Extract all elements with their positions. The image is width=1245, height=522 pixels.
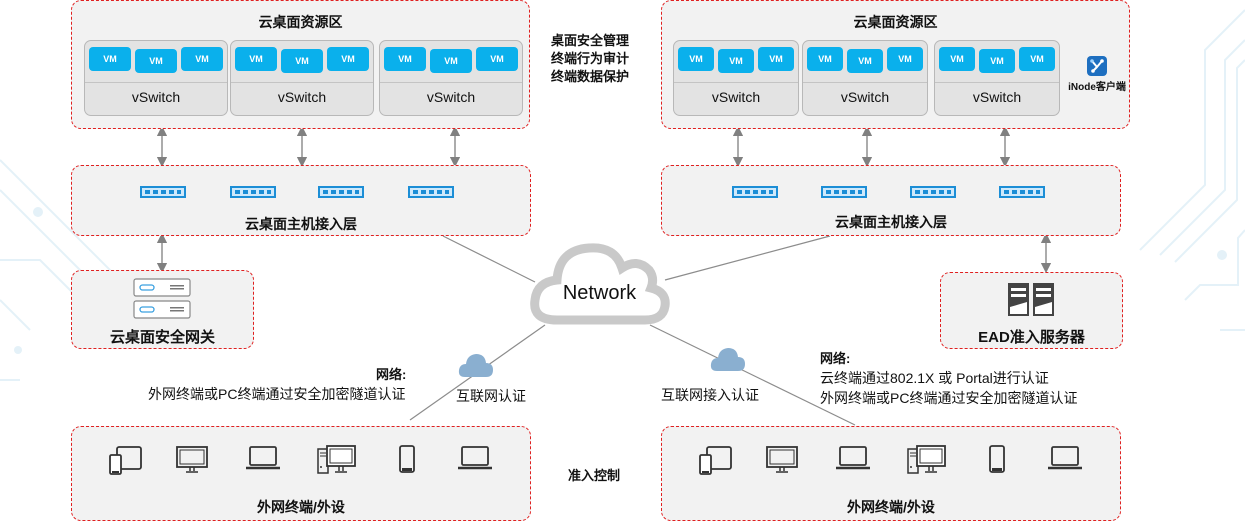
inode-label: iNode客户端 [1068, 82, 1126, 93]
vm-node[interactable]: VM [476, 47, 518, 71]
laptop-icon[interactable] [457, 445, 493, 476]
network-label: Network [562, 282, 637, 304]
zone-title: 云桌面主机接入层 [835, 214, 947, 230]
left-terminals: 外网终端/外设 [71, 426, 531, 521]
switch-icon [408, 186, 454, 198]
vm-node[interactable]: VM [678, 47, 714, 71]
vm-node[interactable]: VM [807, 47, 843, 71]
vm-node[interactable]: VM [847, 49, 883, 73]
vswitch-label: vSwitch [840, 89, 890, 105]
vm-node[interactable]: VM [89, 47, 131, 71]
zone-title: EAD准入服务器 [978, 329, 1085, 346]
zone-title: 云桌面资源区 [853, 14, 938, 30]
monitor-icon[interactable] [175, 445, 209, 478]
switch-icon [732, 186, 778, 198]
gateway-server-icon [133, 278, 191, 319]
monitor-icon[interactable] [765, 445, 799, 478]
network-cloud[interactable]: Network [527, 238, 672, 328]
internet-access-cloud-icon [710, 348, 745, 371]
desktop-pc-icon[interactable] [907, 445, 947, 480]
cloud-icon [530, 243, 670, 325]
desktop-pc-icon[interactable] [317, 445, 357, 480]
vm-node[interactable]: VM [384, 47, 426, 71]
access-control-label: 准入控制 [568, 468, 621, 483]
vm-node[interactable]: VM [430, 49, 472, 73]
vswitch-label: vSwitch [426, 89, 476, 105]
internet-cloud-icon [458, 354, 493, 377]
vm-node[interactable]: VM [979, 49, 1015, 73]
switch-icon [140, 186, 186, 198]
zone-title: 云桌面安全网关 [109, 329, 215, 346]
vm-node[interactable]: VM [1019, 47, 1055, 71]
vm-node[interactable]: VM [281, 49, 323, 73]
right-terminals: 外网终端/外设 [661, 426, 1121, 521]
zone-title: 外网终端/外设 [847, 499, 935, 515]
left-cloud-label: 互联网认证 [456, 388, 526, 404]
feature-item: 终端数据保护 [551, 69, 630, 84]
ead-server-icon [1008, 283, 1054, 316]
inode-icon [1087, 56, 1107, 76]
tablet-phone-icon[interactable] [108, 445, 144, 480]
right-network-line: 外网终端或PC终端通过安全加密隧道认证 [820, 390, 1078, 406]
switch-icon [230, 186, 276, 198]
switch-icon [910, 186, 956, 198]
switch-icon [318, 186, 364, 198]
tablet-phone-icon[interactable] [698, 445, 734, 480]
feature-list: 桌面安全管理 终端行为审计 终端数据保护 [551, 32, 629, 86]
vswitch-label: vSwitch [972, 89, 1022, 105]
link-line [664, 235, 831, 281]
link-line [649, 324, 856, 426]
vm-node[interactable]: VM [718, 49, 754, 73]
feature-item: 终端行为审计 [551, 51, 630, 66]
zone-title: 外网终端/外设 [257, 499, 345, 515]
vm-node[interactable]: VM [327, 47, 369, 71]
zone-title: 云桌面资源区 [258, 14, 343, 30]
switch-icon [999, 186, 1045, 198]
laptop-icon[interactable] [835, 445, 871, 476]
switch-icon [821, 186, 867, 198]
vm-node[interactable]: VM [181, 47, 223, 71]
left-access-layer: 云桌面主机接入层 [71, 165, 531, 236]
laptop-icon[interactable] [1047, 445, 1083, 476]
smartphone-icon[interactable] [399, 445, 415, 478]
vm-node[interactable]: VM [758, 47, 794, 71]
left-network-heading: 网络: [376, 367, 407, 382]
vswitch-label: vSwitch [131, 89, 181, 105]
vm-node[interactable]: VM [887, 47, 923, 71]
vm-node[interactable]: VM [939, 47, 975, 71]
vm-node[interactable]: VM [235, 47, 277, 71]
link-line [442, 235, 536, 283]
smartphone-icon[interactable] [989, 445, 1005, 478]
right-network-line: 云终端通过802.1X 或 Portal进行认证 [820, 370, 1049, 386]
vswitch-label: vSwitch [711, 89, 761, 105]
ead-server[interactable]: EAD准入服务器 [940, 272, 1123, 349]
vswitch-label: vSwitch [277, 89, 327, 105]
vm-node[interactable]: VM [135, 49, 177, 73]
feature-item: 桌面安全管理 [551, 33, 630, 48]
laptop-icon[interactable] [245, 445, 281, 476]
left-network-line: 外网终端或PC终端通过安全加密隧道认证 [148, 386, 406, 402]
right-network-heading: 网络: [820, 351, 851, 366]
inode-client[interactable]: iNode客户端 [1067, 56, 1127, 93]
right-cloud-label: 互联网接入认证 [661, 387, 759, 403]
right-access-layer: 云桌面主机接入层 [661, 165, 1121, 236]
security-gateway[interactable]: 云桌面安全网关 [71, 270, 254, 349]
zone-title: 云桌面主机接入层 [245, 216, 357, 232]
